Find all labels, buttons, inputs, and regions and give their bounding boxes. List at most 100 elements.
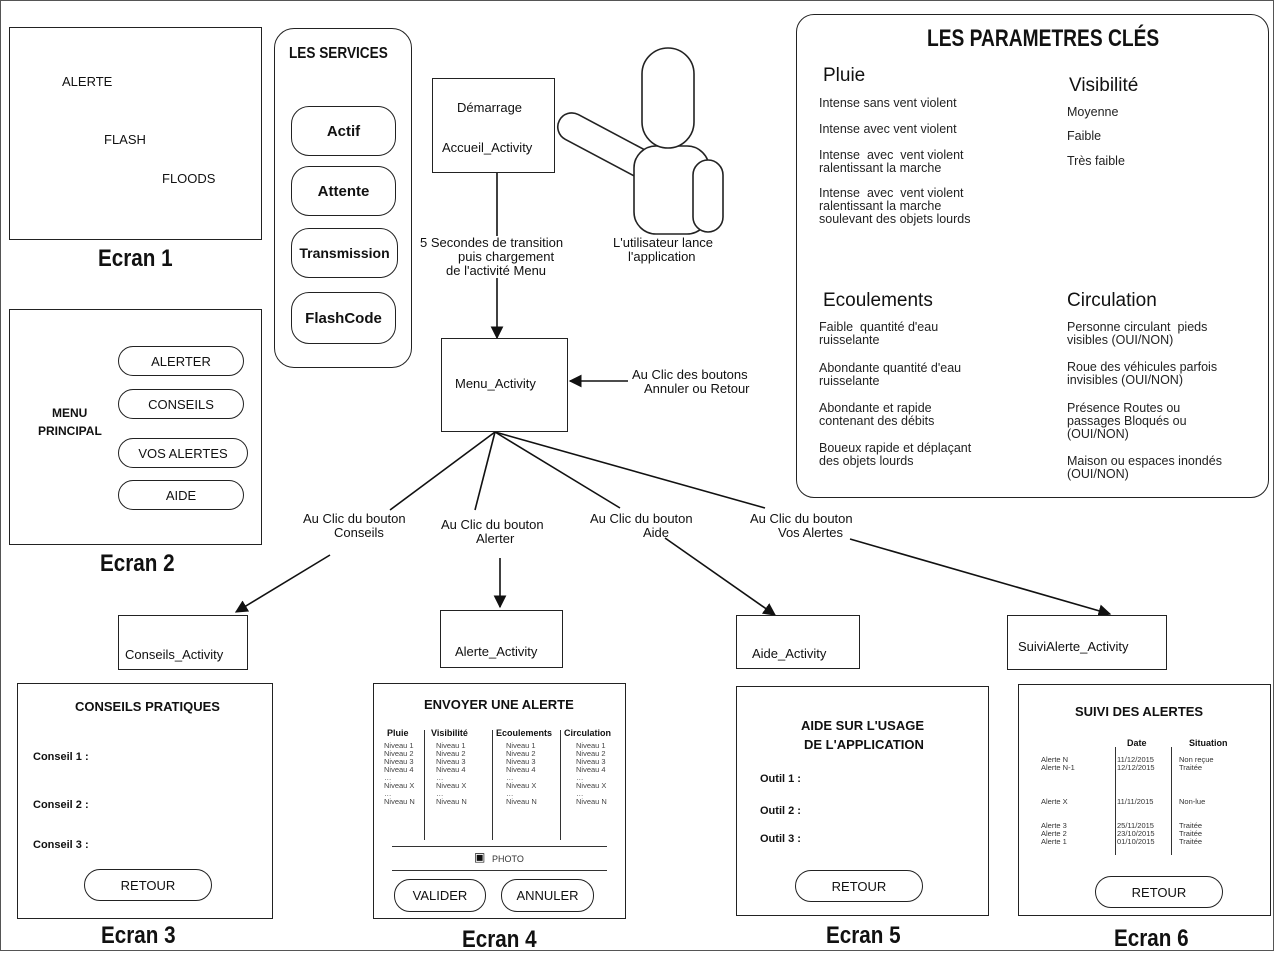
menu-principal-line1: MENU: [52, 406, 88, 420]
divider: [392, 870, 607, 871]
annuler-button[interactable]: ANNULER: [501, 879, 594, 912]
pluie-item: Intense avec vent violent: [819, 122, 957, 136]
click-aide-2: Aide: [643, 525, 670, 540]
screen5-caption: Ecran 5: [826, 922, 901, 949]
back-line2: Annuler ou Retour: [644, 381, 750, 396]
screen6-retour-button[interactable]: RETOUR: [1095, 876, 1223, 908]
ecoulements-item: Faible quantité d'eau ruisselante: [819, 320, 939, 347]
aide-title-line2: DE L'APPLICATION: [804, 737, 924, 752]
start-label: Démarrage: [457, 100, 523, 115]
circulation-item: Présence Routes ou passages Bloqués ou (…: [1067, 401, 1187, 441]
divider: [392, 846, 607, 847]
screen-1: ALERTE FLASH FLOODS: [9, 27, 262, 240]
menu-alerter-button[interactable]: ALERTER: [118, 346, 244, 376]
circulation-item: Roue des véhicules parfois invisibles (O…: [1067, 360, 1218, 387]
user-launch-line2: l'application: [628, 249, 696, 264]
col-ecoulements: Ecoulements: [496, 728, 553, 738]
conseil-item: Conseil 2 :: [33, 799, 89, 811]
screen-5: AIDE SUR L'USAGE DE L'APPLICATION Outil …: [736, 686, 989, 916]
service-flashcode[interactable]: FlashCode: [291, 292, 396, 344]
service-transmission[interactable]: Transmission: [291, 228, 398, 278]
screen2-caption: Ecran 2: [100, 550, 175, 577]
line-to-conseils: [389, 431, 496, 511]
back-line1: Au Clic des boutons: [632, 367, 748, 382]
envoyer-title: ENVOYER UNE ALERTE: [424, 697, 574, 712]
ecoulements-item: Abondante quantité d'eau ruisselante: [819, 361, 962, 388]
menu-conseils-button[interactable]: CONSEILS: [118, 389, 244, 419]
menu-activity-box: Menu_Activity: [441, 338, 568, 432]
pluie-item: Intense avec vent violent ralentissant l…: [819, 148, 964, 175]
circulation-item: Maison ou espaces inondés (OUI/NON): [1067, 454, 1222, 481]
photo-label: PHOTO: [492, 854, 524, 864]
menu-principal-line2: PRINCIPAL: [38, 424, 102, 438]
visibilite-item: Très faible: [1067, 154, 1125, 168]
alerte-activity-box: Alerte_Activity: [440, 610, 563, 668]
click-alerter-1: Au Clic du bouton: [441, 517, 544, 532]
conseil-item: Conseil 1 :: [33, 751, 89, 763]
valider-button[interactable]: VALIDER: [394, 879, 486, 912]
transition-line1: 5 Secondes de transition: [420, 235, 564, 250]
accueil-activity-box: Démarrage Accueil_Activity: [432, 78, 555, 173]
col-divider: [492, 730, 493, 840]
col-divider: [1115, 747, 1116, 855]
aide-activity-box: Aide_Activity: [736, 615, 860, 669]
ecoulements-title: Ecoulements: [823, 290, 933, 311]
circulation-title: Circulation: [1067, 290, 1157, 311]
conseils-activity-label: Conseils_Activity: [125, 647, 224, 662]
screen-4: ENVOYER UNE ALERTE Pluie Visibilité Ecou…: [373, 683, 626, 919]
params-panel: LES PARAMETRES CLÉS Pluie Intense sans v…: [796, 14, 1269, 498]
transition-line2: puis chargement: [458, 249, 555, 264]
conseils-title: CONSEILS PRATIQUES: [75, 699, 220, 714]
user-figure-icon: [556, 47, 724, 235]
outil-item: Outil 3 :: [760, 833, 801, 845]
suivi-title: SUIVI DES ALERTES: [1075, 704, 1204, 719]
ecoulements-item: Abondante et rapide contenant des débits: [819, 401, 935, 428]
outil-item: Outil 2 :: [760, 805, 801, 817]
click-vos-alertes-2: Vos Alertes: [778, 525, 844, 540]
camera-icon[interactable]: ▣: [474, 850, 486, 864]
suivi-activity-label: SuiviAlerte_Activity: [1018, 639, 1129, 654]
suivi-activity-box: SuiviAlerte_Activity: [1007, 615, 1167, 670]
pluie-item: Intense sans vent violent: [819, 96, 957, 110]
menu-aide-button[interactable]: AIDE: [118, 480, 244, 510]
conseils-activity-box: Conseils_Activity: [118, 615, 248, 670]
arrow-conseils: [234, 554, 331, 613]
aide-activity-label: Aide_Activity: [752, 646, 827, 661]
screen5-retour-button[interactable]: RETOUR: [795, 870, 923, 902]
screen1-line1: ALERTE: [62, 74, 113, 89]
alerte-activity-label: Alerte_Activity: [455, 644, 538, 659]
col-pluie: Pluie: [387, 728, 409, 738]
menu-activity-label: Menu_Activity: [455, 376, 536, 391]
col-divider: [424, 730, 425, 840]
service-actif[interactable]: Actif: [291, 106, 396, 156]
screen1-caption: Ecran 1: [98, 245, 173, 272]
accueil-label: Accueil_Activity: [442, 140, 533, 155]
screen6-caption: Ecran 6: [1114, 925, 1189, 952]
col-date: Date: [1127, 738, 1147, 748]
menu-vos-alertes-button[interactable]: VOS ALERTES: [118, 438, 248, 468]
params-title: LES PARAMETRES CLÉS: [927, 25, 1160, 52]
visibilite-item: Faible: [1067, 129, 1102, 143]
arrow-aide: [664, 537, 777, 616]
line-to-aide: [494, 431, 621, 509]
col-divider: [560, 730, 561, 840]
screen1-line2: FLASH: [104, 132, 146, 147]
col-visibilite: Visibilité: [431, 728, 468, 738]
service-attente[interactable]: Attente: [291, 166, 396, 216]
click-aide-1: Au Clic du bouton: [590, 511, 693, 526]
services-panel: LES SERVICES Actif Attente Transmission …: [274, 28, 412, 368]
click-vos-alertes-1: Au Clic du bouton: [750, 511, 853, 526]
arrow-vos-alertes: [849, 538, 1112, 617]
col-circulation: Circulation: [564, 728, 612, 738]
screen3-retour-button[interactable]: RETOUR: [84, 869, 212, 901]
alerte-columns: [384, 724, 617, 840]
conseil-item: Conseil 3 :: [33, 839, 89, 851]
outil-item: Outil 1 :: [760, 773, 801, 785]
click-conseils-2: Conseils: [334, 525, 384, 540]
visibilite-title: Visibilité: [1069, 75, 1139, 96]
